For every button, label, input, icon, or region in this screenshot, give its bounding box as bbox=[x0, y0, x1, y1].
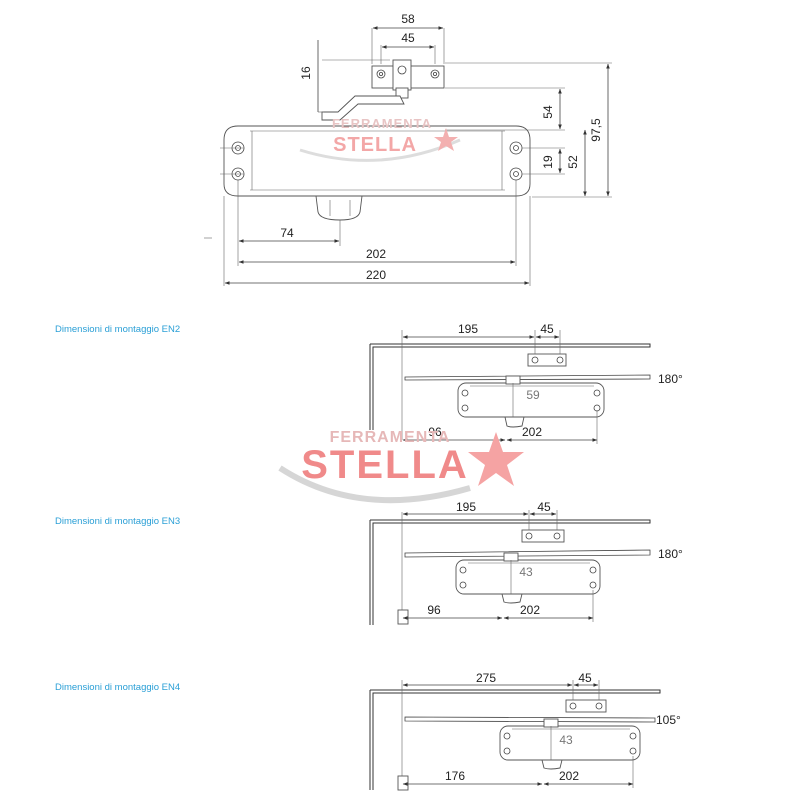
section-en3-label: Dimensioni di montaggio EN3 bbox=[55, 516, 180, 527]
en4-dim-b: 45 bbox=[578, 671, 592, 685]
section-en4: Dimensioni di montaggio EN4 275 45 105° … bbox=[55, 671, 681, 791]
mounting-bracket bbox=[371, 59, 445, 99]
section-en2-label: Dimensioni di montaggio EN2 bbox=[55, 324, 180, 335]
top-view: 58 45 16 54 97,5 19 bbox=[204, 12, 612, 286]
en4-inner-dim: 43 bbox=[559, 733, 573, 747]
dim-19: 19 bbox=[541, 155, 555, 169]
en3-dim-b: 45 bbox=[537, 500, 551, 514]
en4-angle: 105° bbox=[656, 713, 681, 727]
dim-16: 16 bbox=[299, 66, 313, 80]
dim-220: 220 bbox=[366, 268, 386, 282]
en4-dim-d: 202 bbox=[559, 769, 579, 783]
top-dimensions: 58 45 16 54 97,5 19 bbox=[204, 12, 612, 286]
dim-54: 54 bbox=[541, 105, 555, 119]
dim-45: 45 bbox=[401, 31, 415, 45]
watermark-large-line2: STELLA bbox=[301, 443, 469, 487]
closer-arm bbox=[321, 95, 405, 121]
watermark-small-star-icon bbox=[434, 128, 458, 151]
en3-dim-a: 195 bbox=[456, 500, 476, 514]
watermark-small: FERRAMENTA STELLA bbox=[299, 116, 461, 162]
dim-97-5: 97,5 bbox=[589, 118, 603, 142]
en2-dim-d: 202 bbox=[522, 425, 542, 439]
en3-angle: 180° bbox=[658, 547, 683, 561]
en3-dim-d: 202 bbox=[520, 603, 540, 617]
en3-inner-dim: 43 bbox=[519, 565, 533, 579]
watermark-small-line2: STELLA bbox=[333, 134, 417, 156]
en2-inner-dim: 59 bbox=[526, 388, 540, 402]
dim-202: 202 bbox=[366, 247, 386, 261]
watermark-large-line1: FERRAMENTA bbox=[330, 429, 451, 446]
section-en2: Dimensioni di montaggio EN2 195 45 180° … bbox=[55, 322, 683, 444]
watermark-small-line1: FERRAMENTA bbox=[332, 116, 432, 131]
en2-dim-b: 45 bbox=[540, 322, 554, 336]
dim-58: 58 bbox=[401, 12, 415, 26]
dim-74: 74 bbox=[280, 226, 294, 240]
dim-52: 52 bbox=[566, 155, 580, 169]
section-en4-label: Dimensioni di montaggio EN4 bbox=[55, 682, 180, 693]
watermark-large-star-icon bbox=[468, 432, 524, 486]
en4-dim-c: 176 bbox=[445, 769, 465, 783]
en2-angle: 180° bbox=[658, 372, 683, 386]
watermark-large: FERRAMENTA STELLA bbox=[278, 429, 524, 504]
section-en3: Dimensioni di montaggio EN3 195 45 180° … bbox=[55, 500, 683, 625]
en2-dim-c: 96 bbox=[428, 425, 442, 439]
en2-dim-a: 195 bbox=[458, 322, 478, 336]
en4-dim-a: 275 bbox=[476, 671, 496, 685]
en3-dim-c: 96 bbox=[427, 603, 441, 617]
